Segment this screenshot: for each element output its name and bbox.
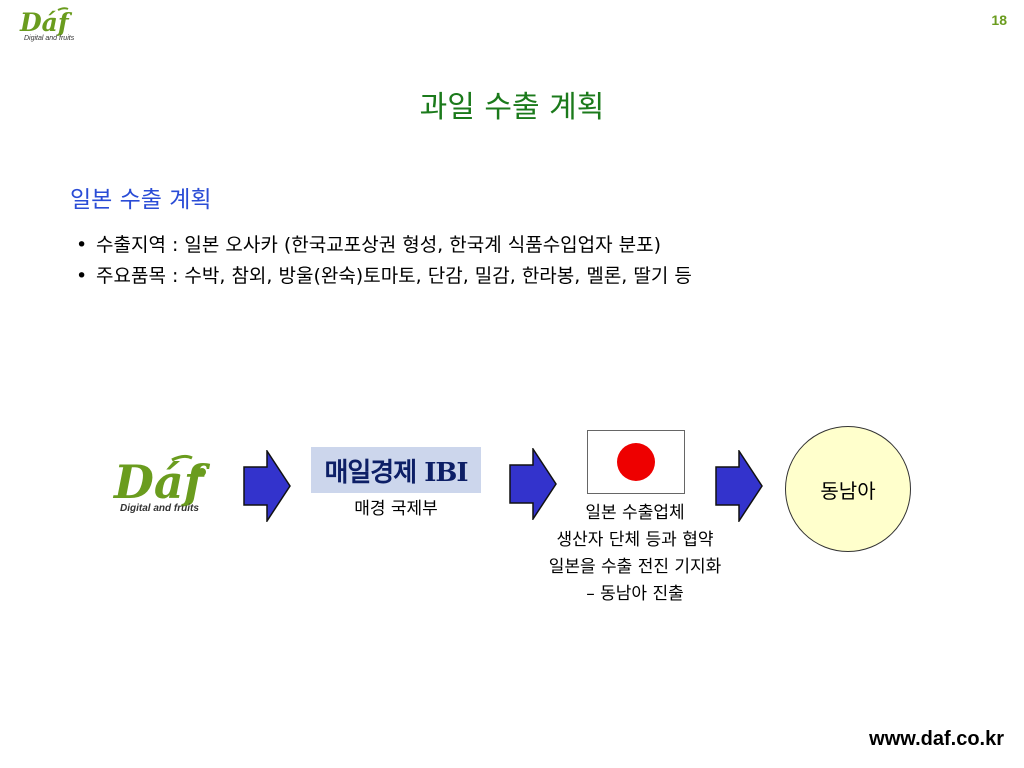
southeast-asia-circle: 동남아 [785,426,911,552]
japan-caption: 일본 수출업체 생산자 단체 등과 협약 일본을 수출 전진 기지화 – 동남아… [495,500,775,608]
daf-logo: Dáf Digital and fruits [110,452,235,514]
mk-ibi-logo: 매일경제 IBI [311,447,481,493]
daf-logo-small-graphic: Dáf Digital and fruits [19,7,75,42]
arrow-right-icon [715,448,763,526]
japan-caption-line: – 동남아 진출 [586,584,684,604]
bullet-dot-icon: • [76,234,88,256]
svg-text:Dáf: Dáf [19,8,73,37]
mk-caption: 매경 국제부 [354,499,438,519]
header-logo: Dáf Digital and fruits [18,6,90,42]
svg-text:Digital and fruits: Digital and fruits [120,503,199,514]
slide-title: 과일 수출 계획 [419,90,605,125]
japan-caption-line: 일본 수출업체 [585,503,685,523]
footer-url: www.daf.co.kr [869,728,1004,750]
bullet-item: • 주요품목 : 수박, 참외, 방울(완숙)토마토, 단감, 밀감, 한라봉, … [76,261,692,292]
page-number: 18 [991,12,1007,28]
bullet-text: 수출지역 : 일본 오사카 (한국교포상권 형성, 한국계 식품수입업자 분포) [96,234,662,256]
japan-flag-disc [617,443,655,481]
arrow-right-icon [243,448,291,526]
svg-text:Digital and fruits: Digital and fruits [24,35,75,42]
bullet-list: • 수출지역 : 일본 오사카 (한국교포상권 형성, 한국계 식품수입업자 분포… [76,230,692,292]
japan-caption-line: 생산자 단체 등과 협약 [556,530,714,550]
svg-text:Dáf: Dáf [112,455,211,509]
daf-logo-graphic: Dáf Digital and fruits [112,454,211,514]
bullet-item: • 수출지역 : 일본 오사카 (한국교포상권 형성, 한국계 식품수입업자 분포… [76,230,692,261]
arrow-right-icon [509,446,557,524]
bullet-dot-icon: • [76,265,88,287]
section-title: 일본 수출 계획 [70,187,212,213]
japan-caption-line: 일본을 수출 전진 기지화 [548,557,722,577]
bullet-text: 주요품목 : 수박, 참외, 방울(완숙)토마토, 단감, 밀감, 한라봉, 멜… [96,265,692,287]
southeast-asia-label: 동남아 [820,478,876,503]
mk-ibi-logo-text: 매일경제 IBI [324,457,468,488]
japan-flag-icon [587,430,685,494]
